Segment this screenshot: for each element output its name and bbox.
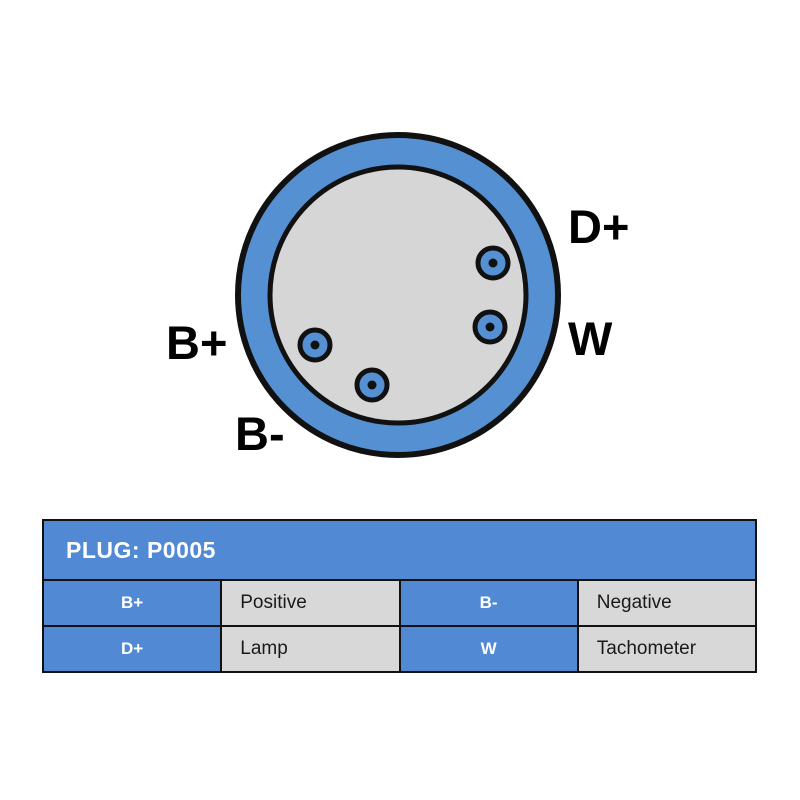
- pin-b-plus[interactable]: [297, 327, 333, 363]
- legend-code-w: W: [398, 625, 579, 673]
- legend-desc-d-plus: Lamp: [220, 625, 401, 673]
- pin-b-minus[interactable]: [354, 367, 390, 403]
- pin-label-b-minus: B-: [235, 407, 285, 460]
- pin-label-d-plus: D+: [568, 200, 630, 253]
- legend-desc-b-plus: Positive: [220, 579, 401, 627]
- legend-desc-w: Tachometer: [576, 625, 758, 673]
- plug-legend-table: PLUG: P0005 B+ Positive B- Negative D+ L…: [41, 519, 758, 673]
- connector-inner-body: [267, 164, 529, 426]
- plug-title: PLUG: P0005: [42, 519, 757, 581]
- legend-code-d-plus: D+: [41, 625, 223, 673]
- connector-diagram: [235, 132, 561, 458]
- pin-d-plus[interactable]: [475, 245, 511, 281]
- table-row: D+ Lamp W Tachometer: [41, 625, 758, 673]
- legend-desc-b-minus: Negative: [576, 579, 758, 627]
- legend-code-b-plus: B+: [41, 579, 223, 627]
- pin-label-b-plus: B+: [166, 316, 228, 369]
- pin-w[interactable]: [472, 309, 508, 345]
- table-row: B+ Positive B- Negative: [41, 579, 758, 627]
- legend-code-b-minus: B-: [398, 579, 579, 627]
- legend-header-row: PLUG: P0005: [42, 519, 757, 581]
- pin-label-w: W: [568, 312, 613, 365]
